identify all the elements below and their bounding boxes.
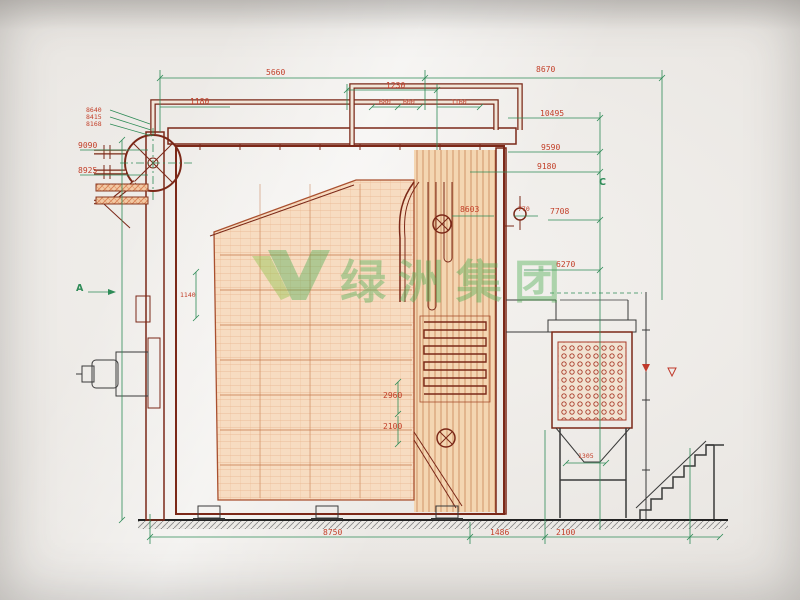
burner <box>76 337 161 409</box>
dim-label: 7708 <box>550 207 569 216</box>
section-arrow-icon <box>108 289 116 295</box>
dim-label: 10495 <box>540 109 564 118</box>
flow-symbol-upper <box>432 214 452 234</box>
dim-label: 9180 <box>537 162 556 171</box>
dim-label: 680 <box>379 98 391 106</box>
dim-label: 8925 <box>78 166 97 175</box>
left-column <box>145 131 165 521</box>
dim-label: 1486 <box>490 528 509 537</box>
elevation-pole <box>642 292 677 519</box>
watermark-text: 绿洲集团 <box>340 255 572 309</box>
dim-label: 770 <box>518 205 530 213</box>
dim-label: 1140 <box>180 291 196 299</box>
steam-piping <box>150 83 523 146</box>
right-wall <box>495 147 507 515</box>
dim-label: 2100 <box>556 528 575 537</box>
economizer <box>547 319 637 518</box>
dim-label: 1180 <box>190 97 209 106</box>
dim-label: 9590 <box>541 143 560 152</box>
outlet-duct <box>506 299 629 333</box>
furnace <box>175 145 507 515</box>
watermark: 绿洲集团 <box>252 250 572 309</box>
dim-label: 1160 <box>451 98 467 106</box>
dim-label: 2960 <box>383 391 402 400</box>
dimension-labels: 5660 8670 1230 1180 680 600 1160 10495 9… <box>76 65 606 537</box>
dim-label: 6270 <box>556 260 575 269</box>
v-swoosh-logo-icon <box>252 250 330 300</box>
dimension-lines <box>80 70 724 544</box>
dim-label: 9090 <box>78 141 97 150</box>
section-letter-c: C <box>599 177 606 188</box>
dim-label: 600 <box>403 98 415 106</box>
flow-symbol-lower <box>436 428 456 448</box>
bottom-supports <box>193 505 463 520</box>
staircase <box>635 440 724 520</box>
dim-label: 8640 <box>86 106 102 114</box>
boiler-drawing <box>76 83 728 529</box>
superheater-coil <box>419 315 491 403</box>
dim-label: 5660 <box>266 68 285 77</box>
dim-label: 8603 <box>460 205 479 214</box>
dim-label: 2100 <box>383 422 402 431</box>
top-beam <box>167 127 517 145</box>
section-letter-a: A <box>76 283 84 294</box>
convection-pass <box>414 150 496 512</box>
elevation-marker-icon <box>667 367 677 378</box>
dim-label: 8415 <box>86 113 102 121</box>
left-platform <box>95 183 151 323</box>
drum-nozzles <box>94 145 137 205</box>
ground-line <box>138 519 728 529</box>
dim-label: 8670 <box>536 65 555 74</box>
elevation-flag-icon <box>642 364 650 372</box>
dim-label: 1230 <box>386 81 405 90</box>
vent-valve <box>504 196 527 230</box>
dim-label: 8750 <box>323 528 342 537</box>
dim-label: 8168 <box>86 120 102 128</box>
dim-label: 1305 <box>578 452 594 460</box>
